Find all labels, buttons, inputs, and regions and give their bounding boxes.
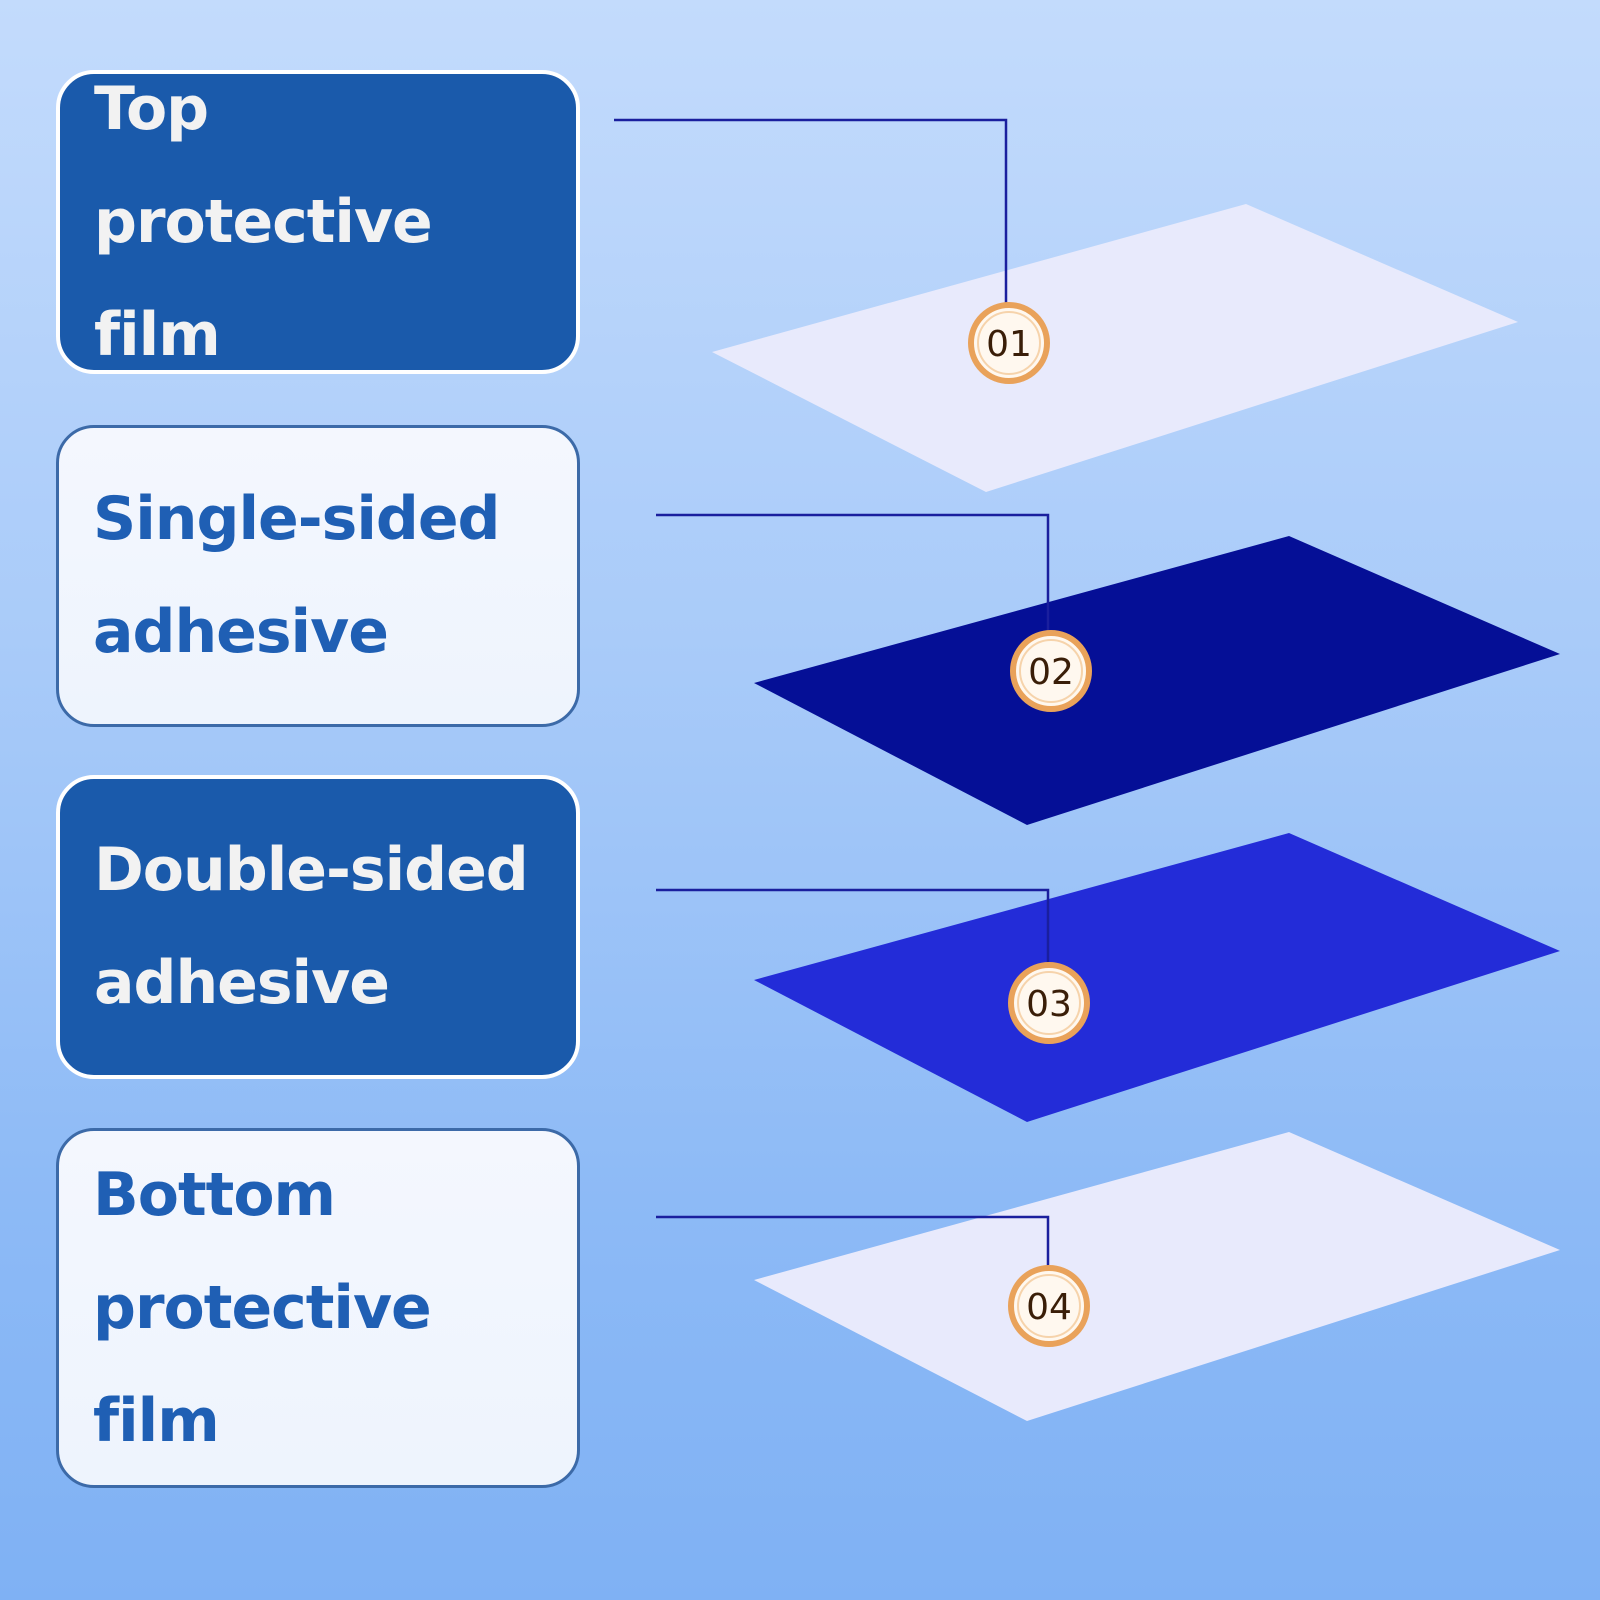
layer-number-04: 04: [1026, 1287, 1072, 1328]
layer-label-box-01: Top protective film: [56, 70, 580, 374]
layer-label-01: Top protective film: [94, 73, 433, 370]
leader-line-02: [656, 513, 1050, 630]
layer-label-03: Double-sided adhesive: [94, 835, 529, 1018]
layer-sheet-03: [754, 833, 1560, 1122]
layer-label-box-04: Bottom protective film: [56, 1128, 580, 1488]
layer-label-box-03: Double-sided adhesive: [56, 775, 580, 1079]
layer-badge-03: 03: [1008, 962, 1090, 1044]
layer-number-01: 01: [986, 324, 1032, 365]
leader-line-01: [614, 118, 1008, 304]
layer-number-03: 03: [1026, 984, 1072, 1025]
layer-badge-01: 01: [968, 302, 1050, 384]
layer-label-04: Bottom protective film: [93, 1159, 432, 1456]
layer-badge-04: 04: [1008, 1265, 1090, 1347]
layer-sheet-02: [754, 536, 1560, 825]
layer-sheet-04: [754, 1132, 1560, 1421]
layer-badge-02: 02: [1010, 630, 1092, 712]
leader-line-03: [656, 888, 1050, 962]
layer-label-02: Single-sided adhesive: [93, 484, 500, 667]
layer-label-box-02: Single-sided adhesive: [56, 425, 580, 727]
leader-line-04: [656, 1215, 1050, 1266]
layer-sheet-01: [712, 204, 1518, 492]
layer-number-02: 02: [1028, 652, 1074, 693]
